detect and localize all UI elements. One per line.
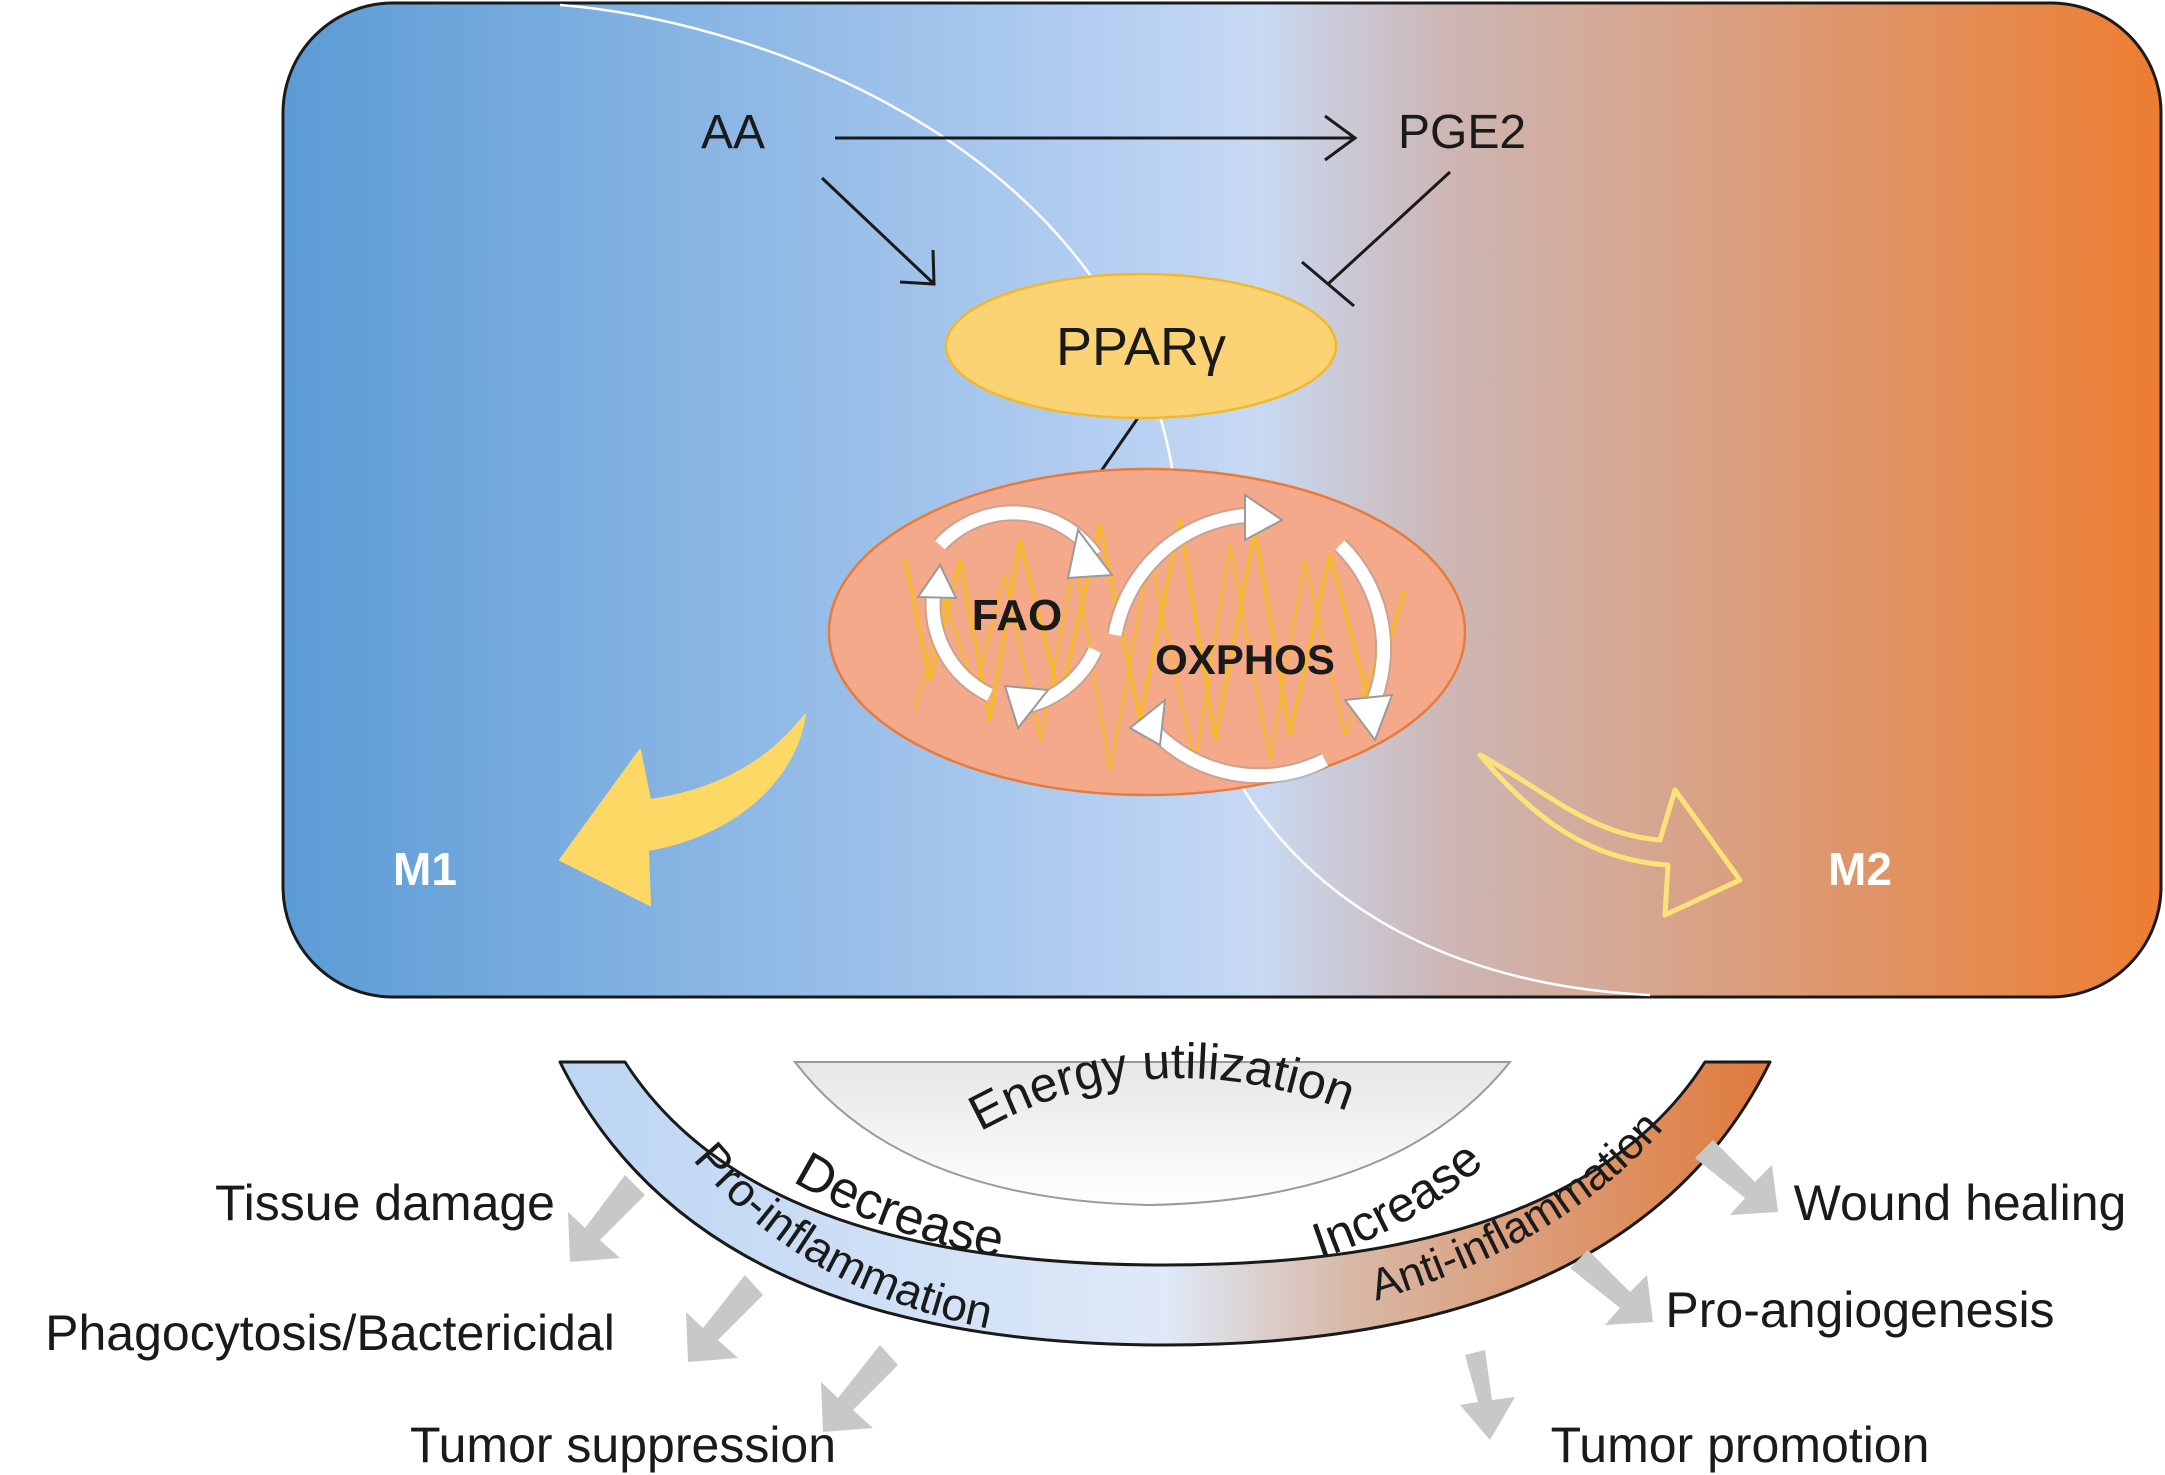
oxphos-cycle-icon	[1106, 493, 1394, 785]
pro-angiogenesis-arrow	[1570, 1250, 1653, 1325]
tumor-promotion-label: Tumor promotion	[1551, 1417, 1930, 1473]
aa-to-ppar-arrow	[820, 176, 936, 286]
energy-utilization-arc	[792, 1061, 1513, 1207]
oxphos-label: OXPHOS	[1155, 636, 1335, 683]
mitochondrion	[827, 467, 1467, 797]
right-outcome-arrows	[1460, 1140, 1778, 1440]
phagocytosis-label: Phagocytosis/Bactericidal	[45, 1305, 615, 1361]
pro-angiogenesis-label: Pro-angiogenesis	[1665, 1282, 2054, 1338]
aa-label: AA	[701, 106, 765, 159]
phagocytosis-arrow	[686, 1275, 763, 1362]
tissue-damage-arrow	[568, 1175, 645, 1262]
aa-to-pge2-arrow	[835, 114, 1358, 162]
ppar-gamma-node	[944, 272, 1338, 420]
wound-healing-label: Wound healing	[1794, 1175, 2127, 1231]
pge2-label: PGE2	[1398, 106, 1526, 159]
m2-label: M2	[1828, 843, 1892, 895]
pge2-inhibits-ppar	[1301, 170, 1452, 308]
m1-direction-arrow	[559, 714, 806, 906]
mitochondrial-cristae-2	[913, 543, 1387, 772]
tumor-suppression-arrow	[821, 1345, 898, 1432]
tumor-suppression-label: Tumor suppression	[410, 1417, 836, 1473]
tissue-damage-label: Tissue damage	[215, 1175, 555, 1231]
left-outcome-arrows	[568, 1175, 898, 1432]
tumor-promotion-arrow	[1460, 1350, 1515, 1440]
inflammation-spectrum-arc	[558, 1060, 1772, 1347]
wound-healing-arrow	[1695, 1140, 1778, 1215]
m2-direction-arrow	[1477, 752, 1743, 918]
m1-label: M1	[393, 843, 457, 895]
fao-cycle-icon	[916, 504, 1114, 731]
fao-label: FAO	[972, 591, 1062, 640]
ppar-gamma-label: PPARγ	[1056, 317, 1226, 377]
